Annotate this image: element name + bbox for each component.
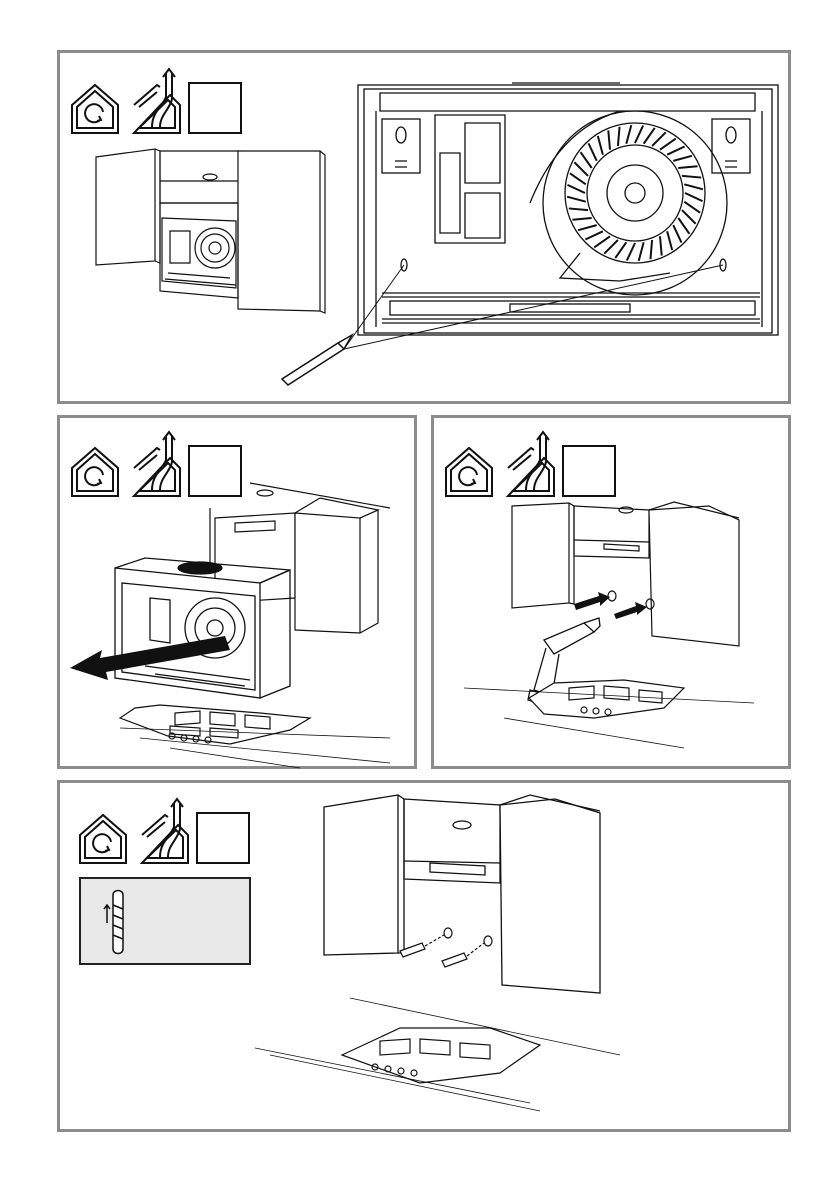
- recirculation-mode-icon: [72, 448, 118, 496]
- step-panel-4: [57, 780, 791, 1132]
- fan-blade: [644, 128, 655, 144]
- fan-blade: [678, 166, 697, 168]
- extraction-mode-icon: [134, 69, 180, 133]
- fan-blade: [569, 208, 588, 210]
- fan-blade: [652, 132, 666, 146]
- fan-blade: [673, 156, 692, 161]
- fan-blade: [682, 210, 696, 224]
- fan-blade: [572, 218, 591, 220]
- recirculation-mode-icon: [80, 815, 126, 863]
- fan-blade: [615, 242, 626, 258]
- step-number-box-4: [197, 813, 249, 863]
- extraction-mode-icon: [134, 432, 180, 496]
- recirculation-mode-icon: [446, 448, 492, 496]
- fan-blade: [635, 125, 643, 143]
- step-panel-2: [57, 415, 417, 769]
- cabinets: [512, 502, 739, 646]
- pencil-icon: [282, 265, 723, 385]
- step-panel-3: [431, 415, 791, 769]
- step-1-illustration: [60, 53, 794, 407]
- step-number-box-3: [563, 446, 615, 496]
- cabinets: [324, 795, 600, 993]
- fan-blade: [660, 139, 676, 150]
- fan-blade: [626, 125, 631, 144]
- fan-blade: [574, 162, 588, 176]
- fan-blade: [660, 236, 662, 255]
- cooktop: [120, 705, 390, 768]
- fan-blade: [667, 231, 672, 250]
- step-2-illustration: [60, 418, 420, 772]
- fan-blade: [639, 242, 644, 261]
- fan-blade: [685, 193, 703, 201]
- fan-blade: [598, 136, 603, 155]
- step-panel-1: [57, 50, 791, 404]
- arrow-icon: [574, 592, 647, 619]
- fan-blade: [581, 152, 592, 168]
- fan-blade: [673, 225, 681, 242]
- fan-blade: [650, 240, 652, 259]
- fan-blade: [585, 231, 602, 239]
- fan-blade: [678, 218, 689, 234]
- step-number-box-1: [189, 83, 241, 133]
- extraction-mode-icon: [508, 432, 554, 496]
- fan-blade: [604, 240, 618, 254]
- drill-holes: [608, 591, 654, 609]
- fan-blade: [589, 143, 597, 160]
- wall-plugs: [400, 928, 492, 967]
- fan-blade: [578, 225, 597, 230]
- fan-blade: [567, 185, 585, 193]
- step-3-illustration: [434, 418, 794, 772]
- extraction-mode-icon: [142, 799, 188, 863]
- fan-blade: [684, 202, 700, 213]
- fan-blade: [594, 236, 610, 247]
- fan-blade: [570, 173, 586, 184]
- hood-internal-view: [358, 83, 778, 335]
- cooktop: [255, 998, 620, 1111]
- fan-blade: [682, 176, 701, 178]
- wall-plug-box: [80, 878, 250, 964]
- recirculation-mode-icon: [72, 85, 118, 133]
- fan-blade: [627, 243, 635, 261]
- step-number-box-2: [189, 446, 241, 496]
- fan-blade: [618, 127, 620, 146]
- cooktop: [464, 680, 754, 748]
- fan-blade: [567, 197, 586, 202]
- cabinet-with-hood-small: [96, 149, 325, 313]
- fan-blade: [667, 147, 684, 155]
- step-4-illustration: [60, 783, 794, 1135]
- fan-blade: [608, 130, 610, 149]
- fan-blade: [684, 184, 703, 189]
